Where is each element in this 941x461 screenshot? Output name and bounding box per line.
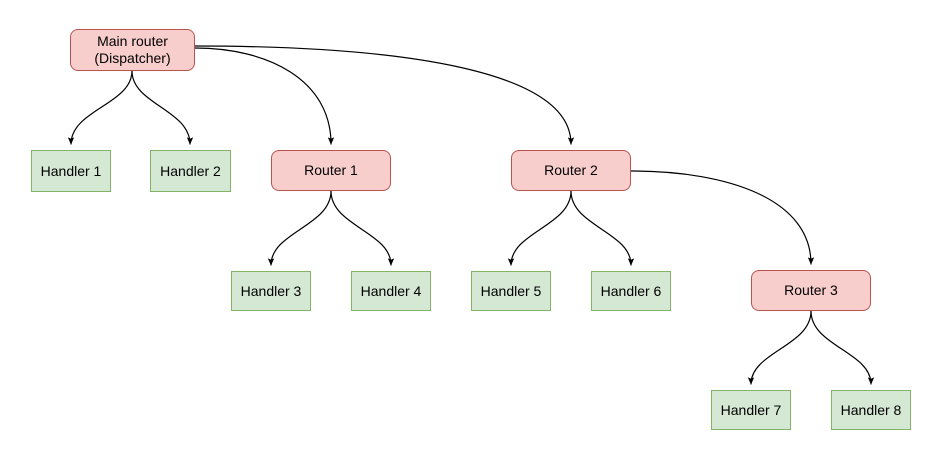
node-handler-3[interactable]: Handler 3 (231, 271, 311, 311)
node-label-handler-5: Handler 5 (480, 282, 542, 299)
node-router-3[interactable]: Router 3 (751, 270, 871, 311)
node-handler-4[interactable]: Handler 4 (351, 271, 431, 311)
node-router-1[interactable]: Router 1 (271, 150, 391, 191)
node-label-router-1: Router 1 (304, 162, 358, 179)
node-handler-7[interactable]: Handler 7 (711, 390, 791, 430)
node-handler-1[interactable]: Handler 1 (31, 150, 111, 192)
node-label-handler-8: Handler 8 (840, 401, 902, 418)
node-handler-8[interactable]: Handler 8 (831, 390, 911, 430)
node-handler-2[interactable]: Handler 2 (150, 150, 231, 192)
node-label-router-3: Router 3 (784, 282, 838, 299)
edge-router-1-to-handler-3 (267, 190, 332, 266)
edge-router-2-to-router-3 (630, 170, 815, 265)
node-label-main-router: Main router (Dispatcher) (94, 33, 171, 66)
node-label-handler-1: Handler 1 (40, 162, 102, 179)
node-router-2[interactable]: Router 2 (511, 150, 631, 191)
edge-main-to-router-2 (194, 45, 575, 145)
edge-main-to-handler-1 (67, 70, 133, 145)
edge-router-3-to-handler-8 (810, 310, 875, 385)
edge-router-1-to-handler-4 (330, 190, 395, 266)
edge-main-to-router-1 (194, 47, 335, 145)
node-handler-6[interactable]: Handler 6 (591, 271, 671, 311)
node-main-router[interactable]: Main router (Dispatcher) (70, 29, 195, 71)
edge-group (67, 45, 875, 385)
edge-router-2-to-handler-5 (507, 190, 572, 266)
edge-router-3-to-handler-7 (747, 310, 812, 385)
node-handler-5[interactable]: Handler 5 (471, 271, 551, 311)
edge-main-to-handler-2 (131, 70, 194, 145)
node-label-handler-3: Handler 3 (240, 282, 302, 299)
node-label-handler-4: Handler 4 (360, 282, 422, 299)
node-label-router-2: Router 2 (544, 162, 598, 179)
node-label-handler-6: Handler 6 (600, 282, 662, 299)
edge-router-2-to-handler-6 (570, 190, 635, 266)
node-label-handler-7: Handler 7 (720, 401, 782, 418)
node-label-handler-2: Handler 2 (160, 162, 221, 179)
